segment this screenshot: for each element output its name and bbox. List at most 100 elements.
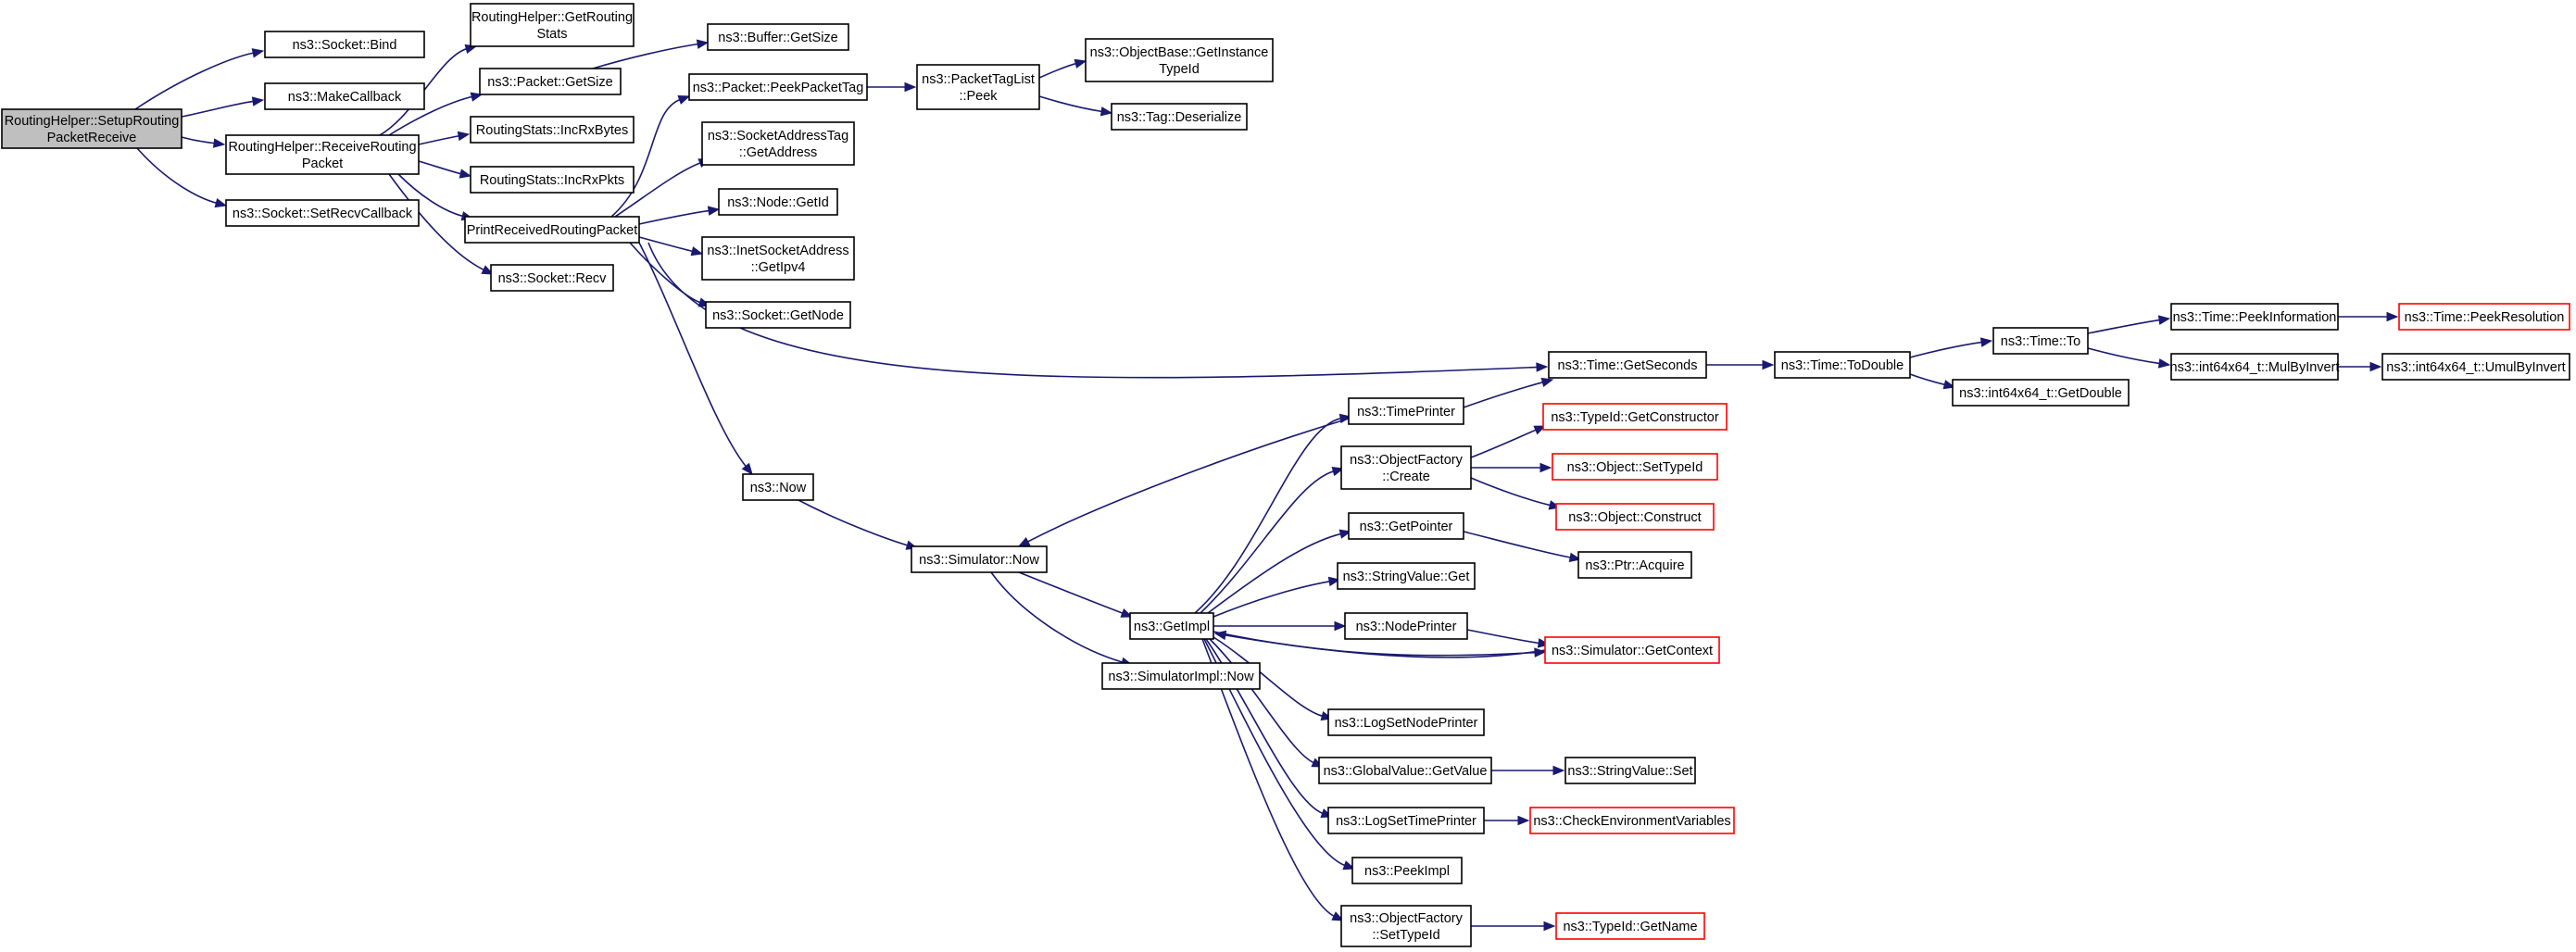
node-box xyxy=(1340,445,1472,490)
edge-getimpl-to-timeprinter xyxy=(1194,417,1342,614)
node-box xyxy=(1344,612,1468,640)
edge-timeto-to-mulbyinv xyxy=(2087,347,2161,365)
node-ptracquire[interactable]: ns3::Ptr::Acquire xyxy=(1577,551,1692,579)
node-checkenv[interactable]: ns3::CheckEnvironmentVariables xyxy=(1529,807,1735,834)
node-timegetsec[interactable]: ns3::Time::GetSeconds xyxy=(1548,351,1707,379)
node-sockaddrtag[interactable]: ns3::SocketAddressTag::GetAddress xyxy=(701,121,855,166)
node-peekinfo[interactable]: ns3::Time::PeekInformation xyxy=(2170,303,2339,331)
arrowhead-timegetsec-to-timetodouble xyxy=(1762,359,1775,370)
node-i64getdouble[interactable]: ns3::int64x64_t::GetDouble xyxy=(1952,379,2130,407)
node-tagpeek[interactable]: ns3::PacketTagList::Peek xyxy=(916,64,1040,110)
node-makecb[interactable]: ns3::MakeCallback xyxy=(264,82,425,110)
node-nodegetid[interactable]: ns3::Node::GetId xyxy=(718,188,838,216)
node-inetsock[interactable]: ns3::InetSocketAddress::GetIpv4 xyxy=(701,236,855,281)
node-setrecvcb[interactable]: ns3::Socket::SetRecvCallback xyxy=(225,199,420,227)
node-box xyxy=(464,216,640,244)
node-tagdeser[interactable]: ns3::Tag::Deserialize xyxy=(1111,103,1248,131)
node-label: ns3::Packet::PeekPacketTag xyxy=(693,81,864,95)
node-objfactset[interactable]: ns3::ObjectFactory::SetTypeId xyxy=(1340,905,1472,947)
node-incrxpkts[interactable]: RoutingStats::IncRxPkts xyxy=(470,166,635,194)
node-typeidgetname[interactable]: ns3::TypeId::GetName xyxy=(1555,912,1705,940)
arrowhead-getimpl-to-nodeprinter xyxy=(1334,620,1347,632)
node-simgetctx[interactable]: ns3::Simulator::GetContext xyxy=(1544,636,1720,664)
node-box xyxy=(479,68,622,95)
node-now[interactable]: ns3::Now xyxy=(742,473,814,501)
node-label: ns3::Time::PeekInformation xyxy=(2173,310,2337,325)
node-label: ns3::int64x64_t::GetDouble xyxy=(1959,386,2122,401)
node-incrxbytes[interactable]: RoutingStats::IncRxBytes xyxy=(470,116,635,144)
edge-timeprinter-to-timegetsec xyxy=(1463,381,1544,408)
node-timeto[interactable]: ns3::Time::To xyxy=(1992,327,2089,355)
arrowhead-globalval-to-strvalset xyxy=(1552,765,1565,776)
node-box xyxy=(1,108,182,149)
node-box xyxy=(1351,857,1463,884)
edge-recvrouting-to-printrecv xyxy=(397,173,464,218)
edge-pktgetsize-to-bufgetsize xyxy=(592,43,699,69)
node-peekpackettag[interactable]: ns3::Packet::PeekPacketTag xyxy=(688,73,868,101)
node-label: ns3::int64x64_t::UmulByInvert xyxy=(2386,360,2565,375)
edge-timeprinter-to-simnow xyxy=(1026,418,1350,544)
edge-getimpl-to-globalval xyxy=(1209,638,1315,764)
node-umulbyinv[interactable]: ns3::int64x64_t::UmulByInvert xyxy=(2381,353,2570,381)
node-simimplnow[interactable]: ns3::SimulatorImpl::Now xyxy=(1101,662,1261,690)
node-label: ns3::SimulatorImpl::Now xyxy=(1108,670,1254,684)
arrowhead-timeprinter-to-timegetsec xyxy=(1540,377,1554,388)
node-label: Stats xyxy=(536,27,567,42)
edge-setup-to-setrecvcb xyxy=(136,147,218,205)
node-simnow[interactable]: ns3::Simulator::Now xyxy=(911,545,1048,573)
arrowhead-pktgetsize-to-bufgetsize xyxy=(696,39,710,49)
node-strvalset[interactable]: ns3::StringValue::Set xyxy=(1564,757,1696,784)
node-box xyxy=(1992,327,2089,355)
node-box xyxy=(2170,303,2339,331)
node-label: ns3::PeekImpl xyxy=(1364,864,1450,879)
edge-setup-to-makecb xyxy=(181,100,255,118)
node-label: ns3::Socket::SetRecvCallback xyxy=(232,207,413,221)
arrowhead-peekinfo-to-peekres xyxy=(2386,311,2399,322)
node-logsetnode[interactable]: ns3::LogSetNodePrinter xyxy=(1327,708,1485,736)
node-box xyxy=(1952,379,2130,407)
node-typeidgetctor[interactable]: ns3::TypeId::GetConstructor xyxy=(1542,403,1728,431)
arrowhead-timeto-to-peekinfo xyxy=(2157,315,2171,325)
node-mulbyinv[interactable]: ns3::int64x64_t::MulByInvert xyxy=(2170,353,2340,381)
node-box xyxy=(1340,905,1472,947)
call-graph-nodes: RoutingHelper::SetupRoutingPacketReceive… xyxy=(1,3,2570,947)
node-printrecv[interactable]: PrintReceivedRoutingPacket xyxy=(464,216,640,244)
node-globalval[interactable]: ns3::GlobalValue::GetValue xyxy=(1318,757,1492,784)
node-bind[interactable]: ns3::Socket::Bind xyxy=(264,31,425,58)
arrowhead-printrecv-to-timegetsec xyxy=(1536,362,1549,372)
edge-simnow-to-getimpl xyxy=(1018,571,1124,615)
node-peekimpl[interactable]: ns3::PeekImpl xyxy=(1351,857,1463,884)
node-sockgetnode[interactable]: ns3::Socket::GetNode xyxy=(705,301,851,329)
node-box xyxy=(1111,103,1248,131)
arrowhead-recvrouting-to-incrxbytes xyxy=(457,131,471,142)
edge-tagpeek-to-objbase xyxy=(1038,62,1077,79)
edge-objfactcreate-to-objconstruct xyxy=(1470,477,1552,507)
node-sockrecv[interactable]: ns3::Socket::Recv xyxy=(490,264,614,292)
edge-objfactcreate-to-typeidgetctor xyxy=(1470,429,1538,458)
node-objfactcreate[interactable]: ns3::ObjectFactory::Create xyxy=(1340,445,1472,490)
arrowhead-timeto-to-mulbyinv xyxy=(2157,358,2171,369)
arrowhead-setup-to-recvrouting xyxy=(212,138,226,148)
node-getimpl[interactable]: ns3::GetImpl xyxy=(1129,612,1214,640)
node-timetodouble[interactable]: ns3::Time::ToDouble xyxy=(1774,351,1911,379)
node-label: ns3::Time::To xyxy=(2001,334,2081,349)
node-timeprinter[interactable]: ns3::TimePrinter xyxy=(1348,397,1464,425)
node-logsettime[interactable]: ns3::LogSetTimePrinter xyxy=(1327,807,1485,834)
node-strvalget[interactable]: ns3::StringValue::Get xyxy=(1337,562,1476,590)
node-objsettypeid[interactable]: ns3::Object::SetTypeId xyxy=(1552,453,1718,481)
node-label: RoutingStats::IncRxPkts xyxy=(480,173,624,188)
node-label: ::GetIpv4 xyxy=(751,260,806,275)
node-nodeprinter[interactable]: ns3::NodePrinter xyxy=(1344,612,1468,640)
node-getpointer[interactable]: ns3::GetPointer xyxy=(1348,512,1464,540)
node-pktgetsize[interactable]: ns3::Packet::GetSize xyxy=(479,68,622,95)
node-label: ::SetTypeId xyxy=(1372,928,1439,943)
node-box xyxy=(1327,807,1485,834)
node-peekres[interactable]: ns3::Time::PeekResolution xyxy=(2398,303,2570,331)
node-bufgetsize[interactable]: ns3::Buffer::GetSize xyxy=(707,23,849,51)
node-objconstruct[interactable]: ns3::Object::Construct xyxy=(1555,503,1715,531)
node-label: ns3::StringValue::Get xyxy=(1343,570,1470,584)
